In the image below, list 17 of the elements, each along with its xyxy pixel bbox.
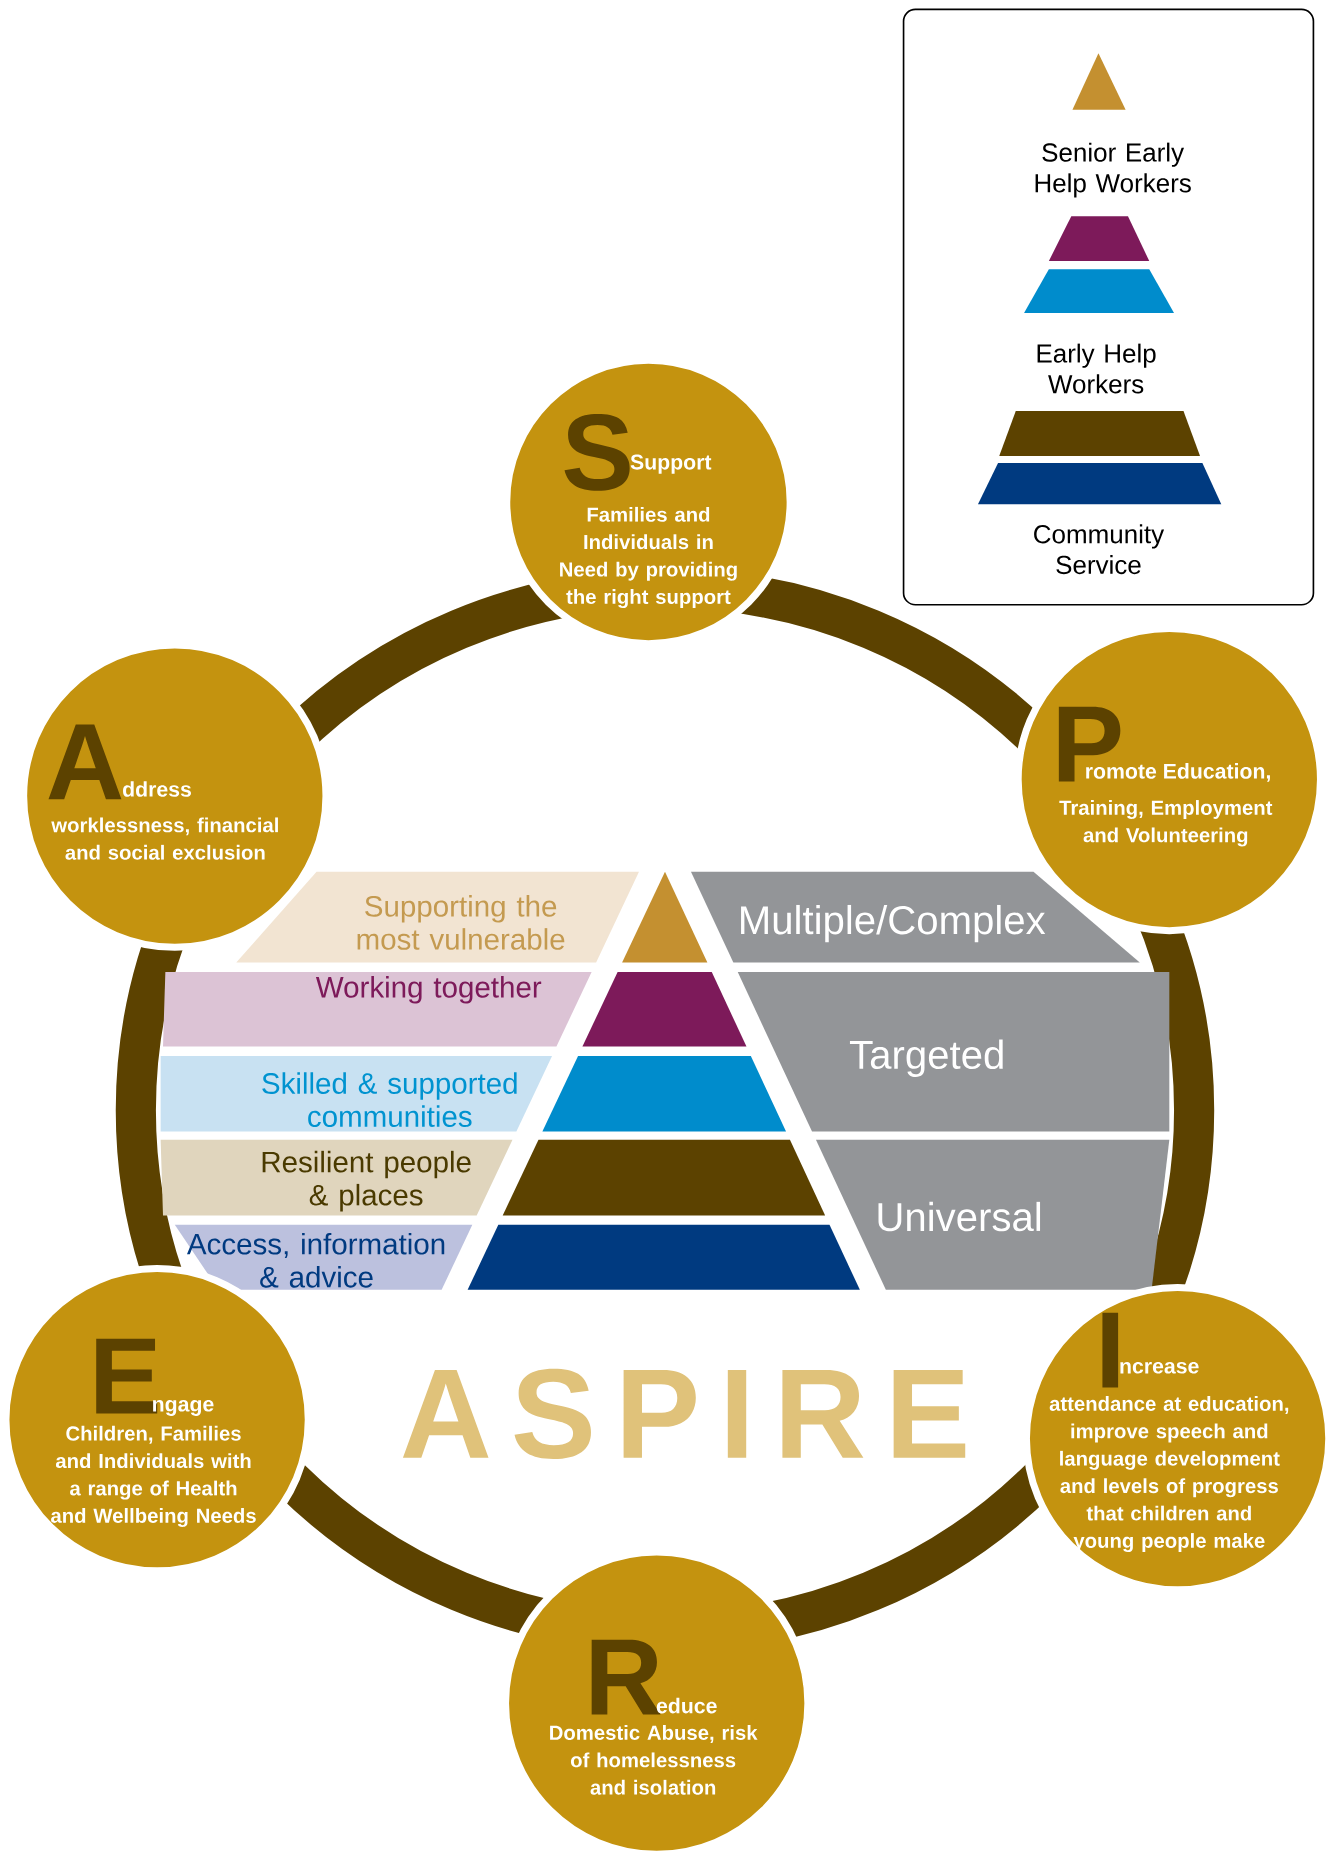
pyramid-band: Working together bbox=[162, 972, 592, 1047]
pyramid-band: Access, information & advice bbox=[174, 1224, 473, 1290]
pyramid-tier bbox=[622, 871, 708, 963]
level-band: Universal bbox=[815, 1139, 1170, 1290]
pyramid-tier bbox=[582, 972, 747, 1047]
pyramid-tier bbox=[502, 1139, 826, 1216]
pyramid-tier bbox=[467, 1224, 860, 1290]
legend-text: Community Service bbox=[1034, 524, 1165, 575]
level-band: Targeted bbox=[737, 972, 1170, 1132]
pyramid-band: Resilient people & places bbox=[160, 1139, 513, 1216]
pyramid-band: Supporting the most vulnerable bbox=[236, 871, 639, 963]
level-band: Multiple/Complex bbox=[690, 871, 1140, 963]
legend-text: Senior Early Help Workers bbox=[1035, 142, 1191, 198]
pyramid-band: Skilled & supported communities bbox=[160, 1055, 552, 1132]
title-word: ASPIRE bbox=[402, 1368, 966, 1459]
legend-text: Early Help Workers bbox=[1037, 343, 1156, 394]
pyramid-tier bbox=[542, 1055, 786, 1132]
